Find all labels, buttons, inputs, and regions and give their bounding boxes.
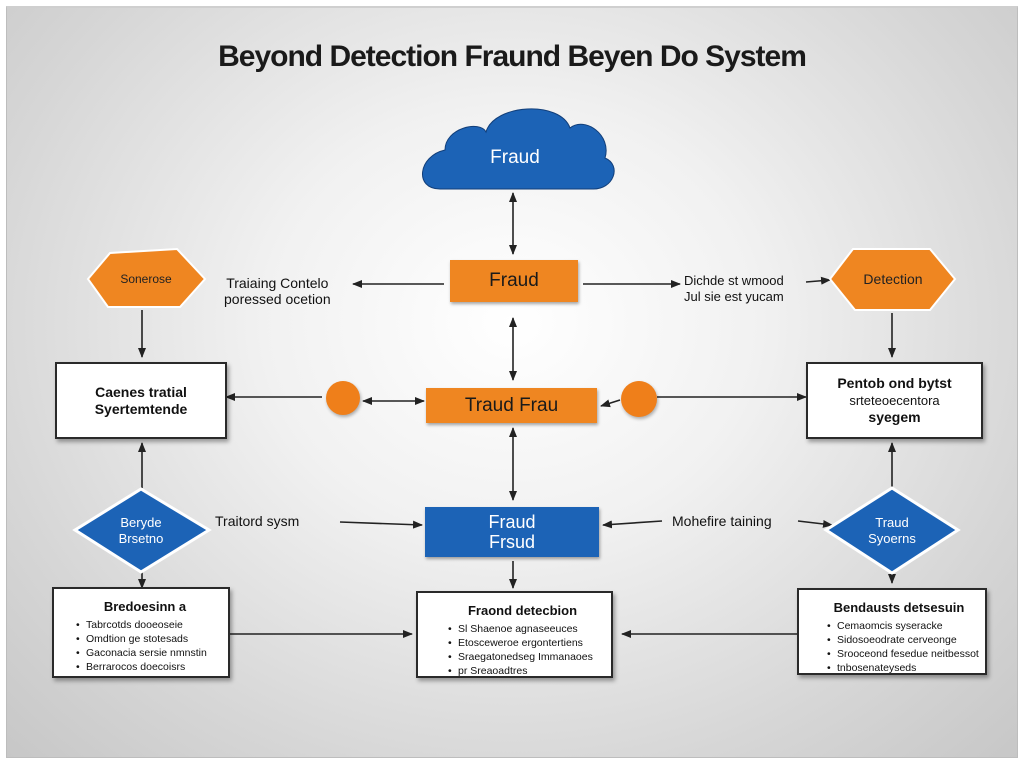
edge-centermid-circle [600,399,621,408]
left-hexagon-shape [86,247,207,308]
right-top-edge-line1: Dichde st wmood [684,273,784,288]
right-hexagon-label: Detection [863,271,923,287]
list-item: Cemaomcis syseracke [827,619,973,633]
list-item: Sl Shaenoe agnaseeuces [448,622,599,636]
list-item: Sraegatonedseg Immanaoes [448,650,599,664]
list-item: Sidosoeodrate cerveonge [827,633,973,647]
right-box-line2: srteteoecentora [849,393,940,408]
left-circle-node [326,381,360,415]
left-box-line2: Syertemtende [94,400,188,417]
list-item: pr Sreaoadtres [448,664,599,678]
list-item: Gaconacia sersie nmnstin [76,646,216,660]
right-diamond-line1: Traud [875,515,909,530]
center-top-node: Fraud [450,260,578,302]
cloud-label: Fraud [490,147,540,168]
left-diamond-line2: Brsetno [118,531,164,546]
bottom-left-list: Bredoesinn a Tabrcotds dooeoseie Omdtion… [52,587,230,678]
bottom-center-title: Fraond detecbion [467,603,578,618]
left-box-node: Caenes tratial Syertemtende [55,362,227,439]
list-item: Etosceweroe ergontertiens [448,636,599,650]
right-top-edge-label: Dichde st wmood Jul sie est yucam [684,273,784,305]
left-diamond-label: Beryde Brsetno [85,512,197,550]
list-item: Srooceond fesedue neitbessot [827,647,979,661]
right-diamond-line2: Syoerns [868,531,916,546]
bottom-left-items: Tabrcotds dooeoseie Omdtion ge stotesads… [74,618,216,674]
list-item: Berrarocos doecoisrs [76,660,216,674]
center-mid-node: Traud Frau [426,388,597,423]
list-item: Tabrcotds dooeoseie [76,618,216,632]
center-blue-line1: Fraud [488,512,536,532]
left-top-edge-label: Traiaing Contelo poressed ocetion [224,275,331,307]
right-mid-edge-label: Mohefire taining [672,513,772,529]
right-top-edge-line2: Jul sie est yucam [684,289,784,304]
right-circle-node [621,381,657,417]
bottom-right-list: Bendausts detsesuin Cemaomcis syseracke … [797,588,987,675]
right-box-node: Pentob ond bytst srteteoecentora syegem [806,362,983,439]
right-hexagon-shape [828,248,957,311]
left-mid-edge-label: Traitord sysm [215,513,300,529]
right-box-line3: syegem [868,409,921,425]
list-item: Omdtion ge stotesads [76,632,216,646]
cloud-icon [422,108,615,190]
bottom-center-list: Fraond detecbion Sl Shaenoe agnaseeuces … [416,591,613,678]
right-diamond-shape [823,486,961,575]
center-blue-line2: Frsud [488,532,535,552]
diagram-title: Beyond Detection Fraund Beyen Do System [218,40,807,73]
left-diamond-line1: Beryde [120,515,162,530]
bottom-left-title: Bredoesinn a [103,599,187,614]
edge-rightlabel-diamond [797,519,833,528]
bottom-right-title: Bendausts detsesuin [833,600,965,615]
right-diamond-label: Traud Syoerns [836,512,948,550]
left-diamond-shape [72,487,212,574]
edge-rightlabel-hex [805,276,831,285]
bottom-right-items: Cemaomcis syseracke Sidosoeodrate cerveo… [825,619,979,675]
left-box-line1: Caenes tratial [95,383,187,400]
list-item: tnbosenateyseds [827,661,973,675]
left-hexagon-label: Sonerose [120,272,172,286]
right-box-line1: Pentob ond bytst [837,375,952,391]
edge-leftlabel-blue [339,520,423,529]
center-blue-node: Fraud Frsud [425,507,599,557]
left-top-edge-line1: Traiaing Contelo [226,275,329,291]
left-top-edge-line2: poressed ocetion [224,291,331,307]
bottom-center-items: Sl Shaenoe agnaseeuces Etosceweroe ergon… [446,622,599,678]
edge-rightlabel-blue [602,520,663,529]
